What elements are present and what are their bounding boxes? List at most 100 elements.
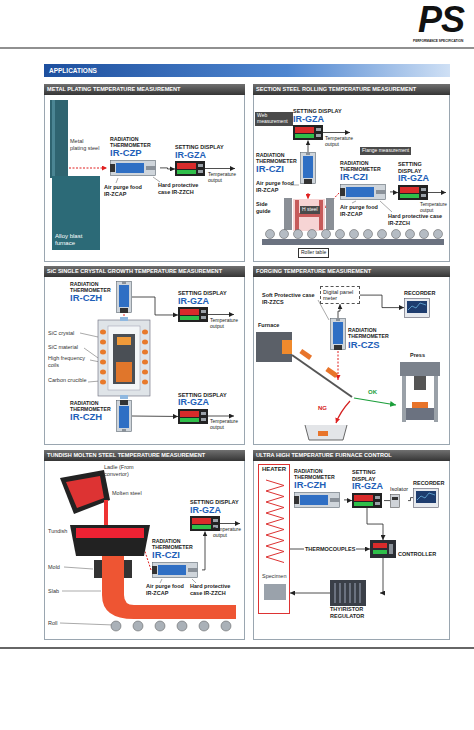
icon-part [119,285,129,307]
device-icon [370,540,396,558]
device-icon [398,185,428,200]
node-text: RECORDER [413,480,444,487]
icon-part [408,303,426,310]
text-group: RADIATION THERMOMETERIR-CZH [70,400,116,423]
icon-part [188,568,198,572]
leader-line [60,623,114,625]
icon-part [110,164,115,172]
leader-line [352,201,356,203]
node-text: SETTING DISPLAY [293,108,342,115]
icon-part [180,418,199,422]
label-text: Air purge food IR-ZCAP [104,184,148,197]
heater-coil [264,584,286,600]
icon-part [333,322,343,344]
device-icon [116,281,132,313]
press [406,408,434,420]
heater-coil [266,480,284,563]
node-text: IR-GZA [178,398,227,408]
tundish [70,525,150,556]
icon-part [349,583,351,603]
icon-part [354,583,356,603]
label-text: Temperature output [210,318,242,330]
roller [336,230,345,239]
text-group: H steel [302,207,318,213]
connector [160,168,175,169]
coil [142,380,148,385]
coil [100,350,106,355]
leader-line [160,579,162,583]
press [412,402,428,408]
h-steel [284,198,334,231]
leader-line [153,177,160,182]
coil [100,360,106,365]
label-text: Ladle (From convertor) [104,464,148,477]
growth-chamber [98,317,150,399]
node-text: SETTING DISPLAY [398,161,444,174]
icon-part [352,493,382,508]
growth-chamber [113,334,135,384]
icon-part [340,188,345,196]
icon-part [300,495,328,505]
coil [100,370,106,375]
node-dashed: Digital panel meter [320,286,360,304]
text-group: CONTROLLER [396,551,436,558]
mold-slab [124,560,132,578]
node-text: SECTION STEEL ROLLING TEMPERATURE MEASUR… [253,84,450,95]
connector [380,558,383,593]
ladle [104,500,108,526]
output-arrow [323,132,350,133]
measure-beam [69,168,107,169]
roller [378,230,387,239]
device-icon [352,493,382,508]
label-text: NG [318,405,327,411]
node-bar: APPLICATIONS [44,64,450,77]
output-arrow [205,168,235,169]
text-group: Web measurement [257,113,291,125]
icon-part [330,498,340,502]
icon-part [178,409,208,424]
icon-part [339,583,341,603]
text-group: SETTING DISPLAYIR-GZA [175,144,224,160]
node-thyr: THYIRISTOR REGULATOR [330,580,380,619]
device-icon [413,488,439,508]
text-group: FORGING TEMPERATURE MEASUREMENT [253,266,450,277]
press [414,376,426,390]
roller [434,230,443,239]
forging-line [318,431,328,436]
icon-part [303,156,313,178]
plating-steel [50,100,68,178]
device-icon [294,492,340,508]
roller [420,230,429,239]
label-text: PERFORMANCE SPECIFICATION [413,40,463,43]
text-group: TUNDISH MOLTEN STEEL TEMPERATURE MEASURE… [44,450,245,461]
node-text: HEATER [259,465,289,474]
device-icon [404,298,430,318]
icon-part [146,166,156,170]
growth-chamber [98,320,150,396]
icon-part [306,152,310,155]
text-group: Flange measurement [362,148,409,154]
coil [142,350,148,355]
icon-part [178,307,208,322]
ladle [60,470,110,526]
label-text: Metal plating steel [70,138,100,151]
label-text: Soft Protective case IR-ZZCS [262,292,318,305]
device-icon [116,400,132,432]
device-icon [175,161,205,176]
connector [132,416,178,417]
icon-part [294,496,299,504]
forging-line [305,425,347,440]
device-icon [293,125,323,140]
forging-line [336,401,350,423]
ladle [60,470,110,514]
node-text: IR-GZA [190,506,239,516]
forging-line [325,367,338,378]
node-text: IR-CZP [110,148,160,158]
node-heater: HEATER [258,464,290,614]
label-text: Temperature output [210,419,242,431]
growth-chamber [116,362,132,382]
icon-part [375,502,380,505]
